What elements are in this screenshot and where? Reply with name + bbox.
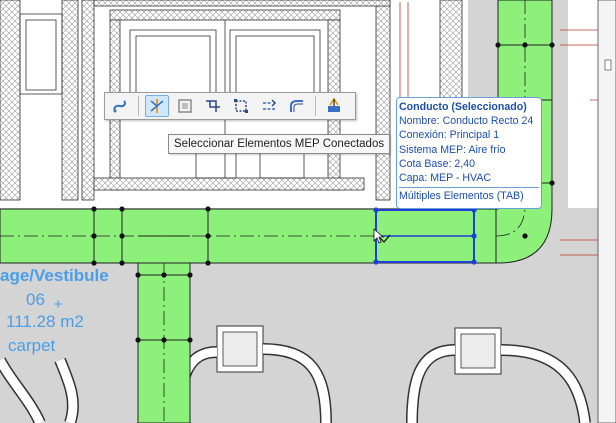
branch-button[interactable] xyxy=(201,95,225,117)
zone-marker-icon xyxy=(54,300,62,308)
mouse-cursor-icon xyxy=(373,228,391,244)
info-name: Nombre: Conducto Recto 24 xyxy=(399,115,534,128)
bounding-box-button[interactable] xyxy=(229,95,253,117)
route-button[interactable] xyxy=(108,95,132,117)
mep-settings-button[interactable] xyxy=(322,95,346,117)
bounding-box-icon xyxy=(234,99,248,113)
offset-button[interactable] xyxy=(257,95,281,117)
info-base-elevation: Cota Base: 2,40 xyxy=(399,157,475,170)
select-connected-button[interactable] xyxy=(145,95,169,117)
zone-area: 111.28 m2 xyxy=(6,312,84,331)
right-wall xyxy=(597,0,616,423)
select-connected-icon xyxy=(150,99,164,113)
element-info-panel: Conducto (Seleccionado) Nombre: Conducto… xyxy=(396,97,542,209)
offset-icon xyxy=(263,99,277,110)
mep-settings-icon xyxy=(328,97,340,112)
route-icon xyxy=(113,100,127,113)
info-divider xyxy=(399,187,539,189)
zone-number: 06 xyxy=(26,290,45,309)
segment-button[interactable] xyxy=(173,95,197,117)
info-mep-system: Sistema MEP: Aire frío xyxy=(399,143,506,156)
info-title: Conducto (Seleccionado) xyxy=(399,101,527,113)
pet-palette-toolbar xyxy=(104,92,356,120)
column-bases xyxy=(216,325,502,375)
toolbar-separator xyxy=(315,96,316,116)
zone-material: carpet xyxy=(8,336,56,355)
segment-icon xyxy=(178,99,192,113)
elbow-icon xyxy=(290,100,303,112)
info-multiple-elements-link[interactable]: Múltiples Elementos (TAB) xyxy=(399,190,524,203)
zone-name: age/Vestibule xyxy=(0,266,109,285)
branch-icon xyxy=(206,100,220,112)
info-layer: Capa: MEP - HVAC xyxy=(399,172,492,185)
info-connection: Conexión: Principal 1 xyxy=(399,129,500,142)
elbow-button[interactable] xyxy=(285,95,309,117)
toolbar-tooltip: Seleccionar Elementos MEP Conectados xyxy=(168,134,391,154)
toolbar-separator xyxy=(138,96,139,116)
